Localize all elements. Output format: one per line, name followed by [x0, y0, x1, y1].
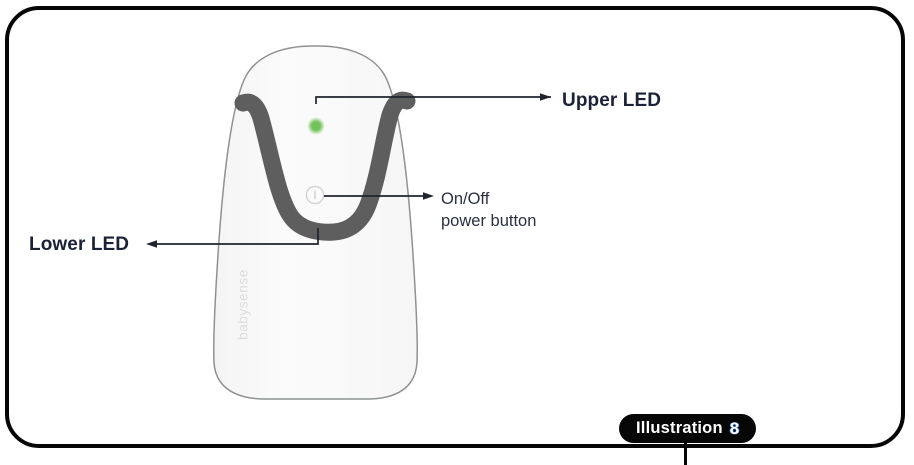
illustration-badge-number: 8	[729, 419, 740, 438]
device-u-curve	[234, 91, 416, 241]
figure-border	[5, 6, 905, 448]
upper-led-leader-arrow	[315, 93, 551, 104]
illustration-badge-label: Illustration	[636, 419, 723, 438]
illustration-badge-stem	[684, 443, 687, 465]
power-button-icon[interactable]	[305, 185, 325, 205]
device-brand-wordmark: babysense	[235, 269, 251, 340]
callout-label-power-button-line1: On/Off	[441, 190, 490, 208]
callout-label-lower-led: Lower LED	[29, 234, 130, 255]
lower-led-leader-arrow	[146, 228, 319, 248]
callout-label-power-button-line2: power button	[441, 212, 537, 230]
callout-label-power-button: On/Off power button	[441, 188, 536, 232]
power-button-leader-arrow	[324, 192, 434, 200]
upper-led-indicator	[307, 117, 325, 135]
illustration-badge: Illustration 8	[619, 414, 757, 443]
callout-label-upper-led: Upper LED	[562, 90, 662, 111]
